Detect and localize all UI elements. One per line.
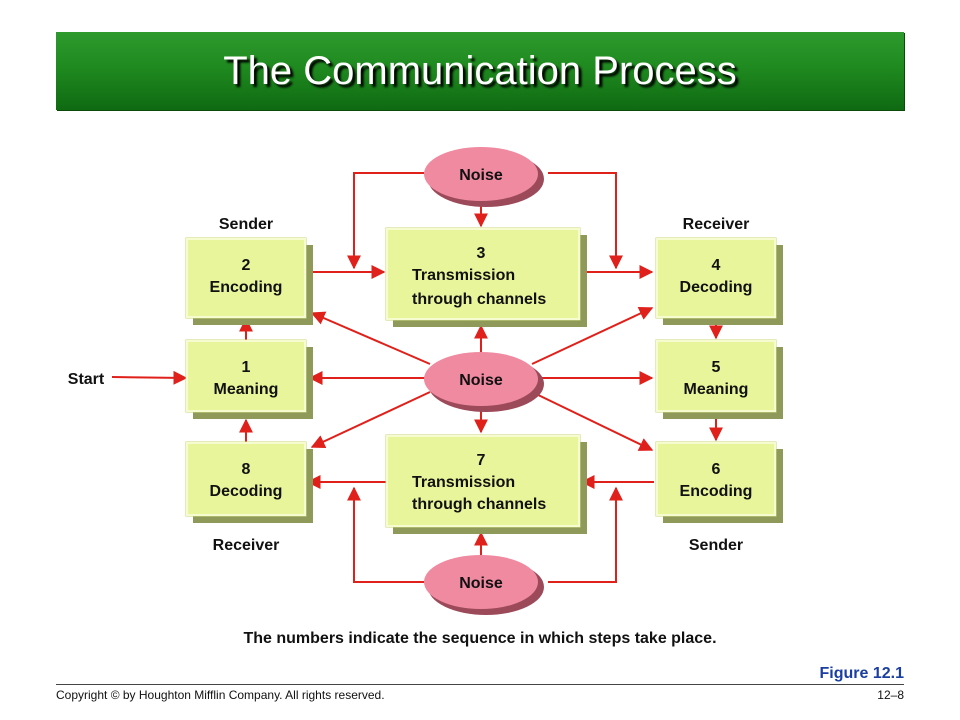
noise-top-label: Noise (459, 167, 503, 184)
node-encoding-sender: 2 Encoding (185, 237, 313, 325)
noise-bottom-label: Noise (459, 575, 503, 592)
node-decoding-label: Decoding (210, 483, 283, 500)
node-decoding-right-label: Decoding (680, 279, 753, 296)
title-bar: The Communication Process (56, 32, 904, 110)
node-transmission-top-line2: through channels (412, 291, 546, 308)
footer-divider (56, 684, 904, 685)
node-meaning-right-label: Meaning (684, 381, 749, 398)
node-encoding-right-number: 6 (712, 461, 721, 478)
label-sender-top: Sender (219, 216, 273, 233)
arrow-noise-center-to-encoding-left (310, 311, 431, 365)
node-encoding-right-label: Encoding (680, 483, 753, 500)
node-meaning-sender: 1 Meaning (185, 339, 313, 419)
node-decoding-receiver: 8 Decoding (185, 441, 313, 523)
label-receiver-bottom: Receiver (213, 537, 280, 554)
noise-top: Noise (424, 147, 544, 207)
node-decoding-number: 8 (242, 461, 251, 478)
node-transmission-bottom-line1: Transmission (412, 474, 515, 491)
node-transmission-top: 3 Transmission through channels (385, 227, 587, 327)
noise-center: Noise (424, 352, 544, 412)
node-transmission-bottom: 7 Transmission through channels (385, 434, 587, 534)
node-transmission-bottom-number: 7 (477, 452, 486, 469)
arrow-noise-center-to-decoding-right (531, 306, 654, 365)
node-meaning-number: 1 (242, 359, 251, 376)
arrow-noise-top-to-left (347, 172, 424, 270)
arrow-noise-bottom-to-right (548, 486, 623, 583)
footer-copyright: Copyright © by Houghton Mifflin Company.… (56, 688, 385, 702)
slide-title: The Communication Process (223, 48, 737, 93)
node-transmission-bottom-line2: through channels (412, 496, 546, 513)
noise-bottom: Noise (424, 555, 544, 615)
node-meaning-right-number: 5 (712, 359, 721, 376)
arrow-start-to-meaning (111, 370, 188, 385)
node-decoding-right-number: 4 (712, 257, 721, 274)
arrow-noise-center-to-decoding-left (310, 391, 431, 449)
noise-center-label: Noise (459, 372, 503, 389)
node-encoding-number: 2 (242, 257, 251, 274)
node-meaning-receiver: 5 Meaning (655, 339, 783, 419)
node-encoding-sender-bottom: 6 Encoding (655, 441, 783, 523)
footer-page-number: 12–8 (877, 688, 904, 702)
node-decoding-receiver-top: 4 Decoding (655, 237, 783, 325)
node-encoding-label: Encoding (210, 279, 283, 296)
arrow-noise-bottom-to-left (347, 486, 424, 583)
label-receiver-top: Receiver (683, 216, 750, 233)
label-sender-bottom: Sender (689, 537, 743, 554)
arrow-noise-top-to-right (548, 172, 623, 270)
diagram-caption: The numbers indicate the sequence in whi… (243, 630, 717, 647)
figure-label: Figure 12.1 (819, 665, 904, 682)
arrows (111, 172, 723, 583)
node-transmission-top-number: 3 (477, 245, 486, 262)
node-transmission-top-line1: Transmission (412, 267, 515, 284)
node-meaning-label: Meaning (214, 381, 279, 398)
arrow-noise-center-to-encoding-right (531, 391, 654, 451)
label-start: Start (68, 371, 105, 388)
